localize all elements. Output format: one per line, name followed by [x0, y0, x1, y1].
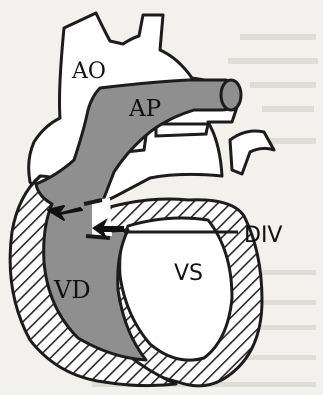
label-septal-defect: DIV	[244, 223, 282, 248]
label-pulmonary-artery: AP	[128, 96, 161, 122]
label-right-ventricle: VD	[53, 276, 91, 304]
pulmonary-artery-cap	[221, 80, 241, 110]
vessel-branch-upper	[156, 124, 208, 136]
pulmonary-vein-stub	[230, 131, 274, 174]
label-left-ventricle: VS	[174, 261, 203, 286]
label-aorta: AO	[71, 59, 106, 84]
